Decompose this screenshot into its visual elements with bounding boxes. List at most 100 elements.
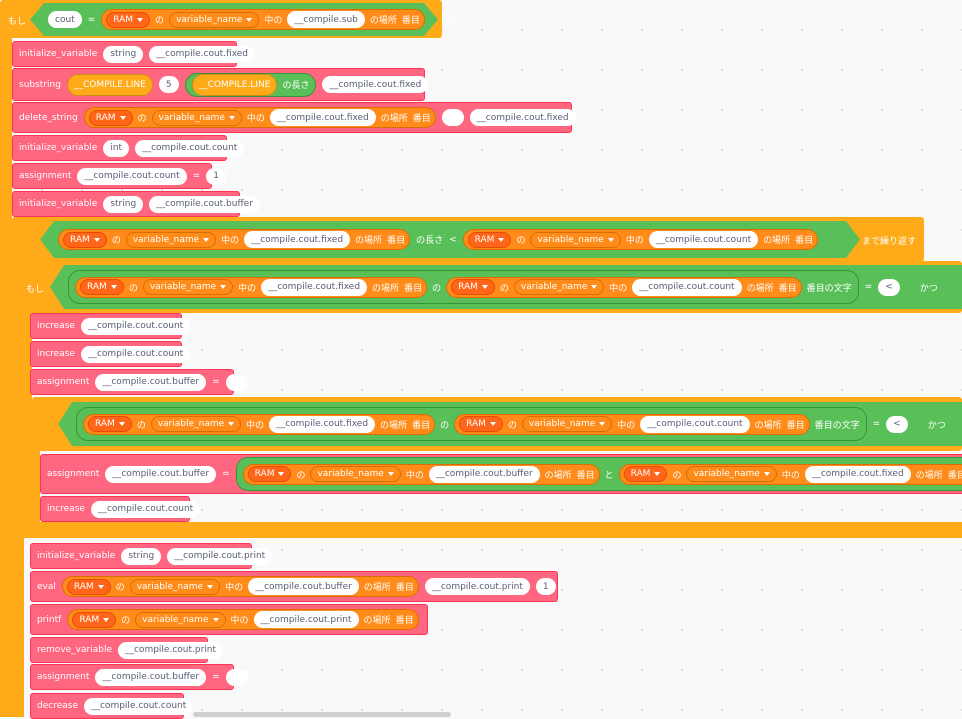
length-operator[interactable]: __COMPILE.LINE の長さ [184,72,317,97]
initialize-variable-block[interactable]: initialize_variable string __compile.cou… [30,543,273,569]
arg-pill[interactable]: __compile.cout.fixed [269,109,376,126]
substring-block[interactable]: substring __COMPILE.LINE 5 __COMPILE.LIN… [12,68,429,101]
name-pill[interactable]: __compile.cout.fixed [322,76,429,93]
arg-pill[interactable]: __compile.sub [287,11,364,28]
delete-string-block[interactable]: delete_string RAM の variable_name 中の __c… [12,102,576,133]
ram-dropdown[interactable]: RAM [468,232,512,248]
value-pill[interactable] [225,373,248,391]
ram-block[interactable]: RAM の variable_name 中の __compile.cout.fi… [75,277,427,298]
value-pill[interactable] [225,668,248,686]
arg-pill[interactable]: __compile.cout.count [640,416,749,433]
compile-line-reporter[interactable]: __COMPILE.LINE [66,73,153,96]
arg-pill[interactable]: __compile.cout.fixed [261,279,367,296]
variable-dropdown[interactable]: variable_name [143,279,233,295]
ram-dropdown[interactable]: RAM [451,279,495,295]
variable-dropdown[interactable]: variable_name [310,466,401,482]
increase-block[interactable]: increase __compile.cout.count [30,341,191,367]
variable-dropdown[interactable]: variable_name [151,109,242,126]
increase-block[interactable]: increase __compile.cout.count [40,496,201,522]
ram-block[interactable]: RAM の variable_name 中の __compile.cout.bu… [61,576,419,597]
ram-dropdown[interactable]: RAM [63,232,107,248]
variable-dropdown[interactable]: variable_name [522,416,612,432]
ram-block[interactable]: RAM の variable_name 中の __compile.cout.fi… [83,414,435,435]
name-pill[interactable]: __compile.cout.buffer [105,465,217,483]
name-pill[interactable]: __compile.cout.fixed [149,45,256,63]
name-pill[interactable]: __compile.cout.buffer [95,668,207,686]
name-pill[interactable]: __compile.cout.buffer [149,195,260,213]
ram-dropdown[interactable]: RAM [66,578,111,595]
increase-block[interactable]: increase __compile.cout.count [30,313,191,339]
arg-pill[interactable]: __compile.cout.buffer [248,578,359,595]
initialize-variable-block[interactable]: initialize_variable int __compile.cout.c… [12,135,245,161]
arg-pill[interactable]: __compile.cout.count [649,231,758,248]
type-pill[interactable]: string [103,195,144,213]
ram-dropdown[interactable]: RAM [88,416,132,432]
name-pill[interactable]: __compile.cout.count [135,139,245,157]
arg-pill[interactable]: __compile.cout.fixed [804,465,911,483]
ram-dropdown[interactable]: RAM [88,109,133,126]
ram-block[interactable]: RAM の variable_name 中の __compile.cout.bu… [242,463,600,485]
if-condition[interactable]: RAM の variable_name 中の __compile.cout.fi… [50,265,962,309]
ram-block[interactable]: RAM の variable_name 中の __compile.cout.co… [446,277,802,298]
value-pill[interactable]: < [878,279,900,296]
assignment-block[interactable]: assignment __compile.cout.buffer = [30,664,248,690]
char-operator[interactable]: RAM の variable_name 中の __compile.cout.fi… [68,270,859,304]
name-pill[interactable]: __compile.cout.buffer [95,373,207,391]
variable-dropdown[interactable]: variable_name [126,232,216,248]
variable-dropdown[interactable]: variable_name [151,416,241,432]
arg-pill[interactable]: __compile.cout.fixed [244,231,350,248]
assignment-block[interactable]: assignment __compile.cout.count = 1 [12,163,226,189]
arg-pill[interactable]: __compile.cout.fixed [269,416,375,433]
value-pill[interactable]: 1 [206,167,226,185]
ram-dropdown[interactable]: RAM [459,416,503,432]
value-pill[interactable]: < [886,416,908,433]
number-pill[interactable]: 5 [158,76,179,93]
empty-pill[interactable] [441,109,464,126]
name-pill[interactable]: __compile.cout.print [117,641,224,659]
variable-dropdown[interactable]: variable_name [686,466,777,482]
cout-literal[interactable]: cout [48,11,82,28]
ram-dropdown[interactable]: RAM [72,611,117,628]
type-pill[interactable]: string [121,547,162,565]
value-pill[interactable]: 1 [535,578,556,595]
ram-block[interactable]: RAM の variable_name 中の __compile.cout.fi… [618,463,962,485]
remove-variable-block[interactable]: remove_variable __compile.cout.print [30,637,224,663]
ram-dropdown[interactable]: RAM [106,12,150,28]
name-pill[interactable]: __compile.cout.print [167,547,273,565]
name-pill[interactable]: __compile.cout.count [83,697,194,715]
type-pill[interactable]: string [103,45,144,63]
ram-block[interactable]: RAM の variable_name 中の __compile.sub の場所… [101,9,425,30]
decrease-block[interactable]: decrease __compile.cout.count [30,693,194,719]
name-pill[interactable]: __compile.cout.count [80,317,191,335]
variable-dropdown[interactable]: variable_name [129,578,221,595]
variable-dropdown[interactable]: variable_name [514,279,604,295]
compile-line-reporter[interactable]: __COMPILE.LINE [191,73,278,96]
repeat-condition[interactable]: RAM の variable_name 中の __compile.cout.fi… [40,221,860,258]
arg-pill[interactable]: __compile.cout.count [632,279,741,296]
variable-dropdown[interactable]: variable_name [530,232,620,248]
ram-dropdown[interactable]: RAM [80,279,124,295]
name-pill[interactable]: __compile.cout.print [424,578,530,595]
name-pill[interactable]: __compile.cout.count [77,167,187,185]
assignment-block[interactable]: assignment __compile.cout.buffer = RAM の… [40,454,962,494]
ram-dropdown[interactable]: RAM [247,466,292,482]
char-operator[interactable]: RAM の variable_name 中の __compile.cout.fi… [76,407,867,441]
ram-block[interactable]: RAM の variable_name 中の __compile.cout.fi… [83,107,436,128]
repeat-condition-inner[interactable]: RAM の variable_name 中の __compile.cout.fi… [58,402,962,446]
name-pill[interactable]: __compile.cout.count [80,345,191,363]
horizontal-scrollbar[interactable] [193,712,451,717]
ram-block[interactable]: RAM の variable_name 中の __compile.cout.co… [463,229,819,250]
ram-block[interactable]: RAM の variable_name 中の __compile.cout.fi… [58,229,410,250]
eval-block[interactable]: eval RAM の variable_name 中の __compile.co… [30,571,558,602]
arg-pill[interactable]: __compile.cout.print [253,611,359,628]
assignment-block[interactable]: assignment __compile.cout.buffer = [30,369,248,395]
variable-dropdown[interactable]: variable_name [135,611,226,628]
ram-dropdown[interactable]: RAM [623,466,668,482]
initialize-variable-block[interactable]: initialize_variable string __compile.cou… [12,191,260,217]
printf-block[interactable]: printf RAM の variable_name 中の __compile.… [30,604,428,635]
join-operator[interactable]: RAM の variable_name 中の __compile.cout.bu… [235,457,962,491]
ram-block[interactable]: RAM の variable_name 中の __compile.cout.pr… [67,609,419,630]
name-pill[interactable]: __compile.cout.count [90,500,201,518]
if-condition[interactable]: cout = RAM の variable_name 中の __compile.… [30,3,438,36]
arg-pill[interactable]: __compile.cout.buffer [428,465,540,483]
